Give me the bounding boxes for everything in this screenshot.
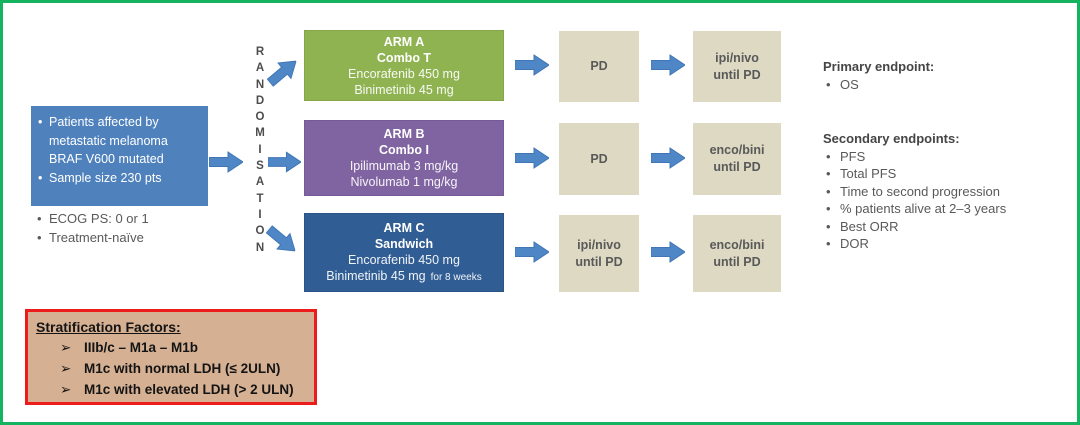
arm-a-title: ARM A — [383, 34, 425, 49]
arrow-right-icon — [515, 241, 549, 263]
primary-endpoint-item: OS — [823, 76, 1073, 94]
stratification-item: M1c with normal LDH (≤ 2ULN) — [36, 358, 306, 379]
eligibility-notes-list: ECOG PS: 0 or 1 Treatment-naïve — [33, 209, 233, 247]
endpoints-panel: Primary endpoint: OS Secondary endpoints… — [823, 58, 1073, 253]
stratification-title: Stratification Factors: — [36, 319, 181, 335]
arrow-down-right-icon — [265, 224, 296, 252]
spacer — [823, 94, 1073, 130]
arrow-right-icon — [515, 54, 549, 76]
stratification-item: IIIb/c – M1a – M1b — [36, 337, 306, 358]
stratification-list: IIIb/c – M1a – M1b M1c with normal LDH (… — [36, 337, 306, 400]
primary-endpoint-list: OS — [823, 76, 1073, 94]
arm-a-drug1: Encorafenib 450 mg — [348, 66, 460, 81]
eligibility-box: Patients affected by metastatic melanoma… — [31, 106, 208, 206]
arrow-right-icon — [651, 241, 685, 263]
randomisation-label: R A N D O M I S A T I O N — [255, 46, 265, 254]
arrow-right-icon — [651, 54, 685, 76]
secondary-endpoint-item: DOR — [823, 235, 1073, 253]
arm-b-subtitle: Combo I — [379, 143, 429, 157]
eligibility-bullet-list: Patients affected by metastatic melanoma… — [35, 113, 204, 187]
arm-a-drug2: Binimetinib 45 mg — [354, 82, 454, 97]
stratification-item: M1c with elevated LDH (> 2 ULN) — [36, 379, 306, 400]
arrow-right-icon — [515, 147, 549, 169]
arm-b-drug2: Nivolumab 1 mg/kg — [350, 175, 458, 189]
secondary-endpoint-item: Time to second progression — [823, 183, 1073, 201]
arm-c-drug2: Binimetinib 45 mg — [326, 268, 426, 283]
primary-endpoint-title: Primary endpoint: — [823, 59, 935, 74]
arm-b-drug1: Ipilimumab 3 mg/kg — [349, 159, 459, 173]
secondary-endpoints-title: Secondary endpoints: — [823, 130, 960, 146]
secondary-endpoint-item: % patients alive at 2–3 years — [823, 200, 1073, 218]
arm-b-stage1-box: PD — [559, 123, 639, 195]
arm-c-stage1-box: ipi/nivo until PD — [559, 215, 639, 292]
eligibility-notes: ECOG PS: 0 or 1 Treatment-naïve — [33, 209, 233, 247]
arm-b-stage2-box: enco/bini until PD — [693, 123, 781, 195]
arm-c-drug1: Encorafenib 450 mg — [348, 252, 460, 267]
arm-a-box: ARM A Combo T Encorafenib 450 mg Binimet… — [304, 30, 504, 101]
eligibility-note: ECOG PS: 0 or 1 — [33, 209, 233, 228]
arm-c-drug2-line: Binimetinib 45 mg for 8 weeks — [305, 268, 503, 286]
arm-c-box: ARM C Sandwich Encorafenib 450 mg Binime… — [304, 213, 504, 292]
secondary-endpoint-item: Total PFS — [823, 165, 1073, 183]
secondary-endpoint-item: PFS — [823, 148, 1073, 166]
arrow-right-icon — [651, 147, 685, 169]
arm-c-title: ARM C — [383, 220, 425, 235]
arrow-up-right-icon — [266, 60, 297, 88]
secondary-endpoints-list: PFS Total PFS Time to second progression… — [823, 148, 1073, 253]
arm-c-subtitle: Sandwich — [374, 236, 434, 251]
eligibility-bullet: Sample size 230 pts — [35, 169, 204, 188]
eligibility-note: Treatment-naïve — [33, 228, 233, 247]
arm-a-subtitle: Combo T — [376, 50, 432, 65]
arm-c-stage2-box: enco/bini until PD — [693, 215, 781, 292]
eligibility-bullet: Patients affected by metastatic melanoma… — [35, 113, 204, 169]
secondary-endpoint-item: Best ORR — [823, 218, 1073, 236]
arrow-right-icon — [268, 151, 301, 173]
arm-b-title: ARM B — [383, 127, 425, 141]
arrow-right-icon — [209, 151, 243, 173]
arm-a-stage2-box: ipi/nivo until PD — [693, 31, 781, 102]
arm-a-stage1-box: PD — [559, 31, 639, 102]
stratification-box: Stratification Factors: IIIb/c – M1a – M… — [25, 309, 317, 405]
arm-b-box: ARM B Combo I Ipilimumab 3 mg/kg Nivolum… — [304, 120, 504, 196]
arm-c-drug2-note: for 8 weeks — [430, 271, 482, 283]
